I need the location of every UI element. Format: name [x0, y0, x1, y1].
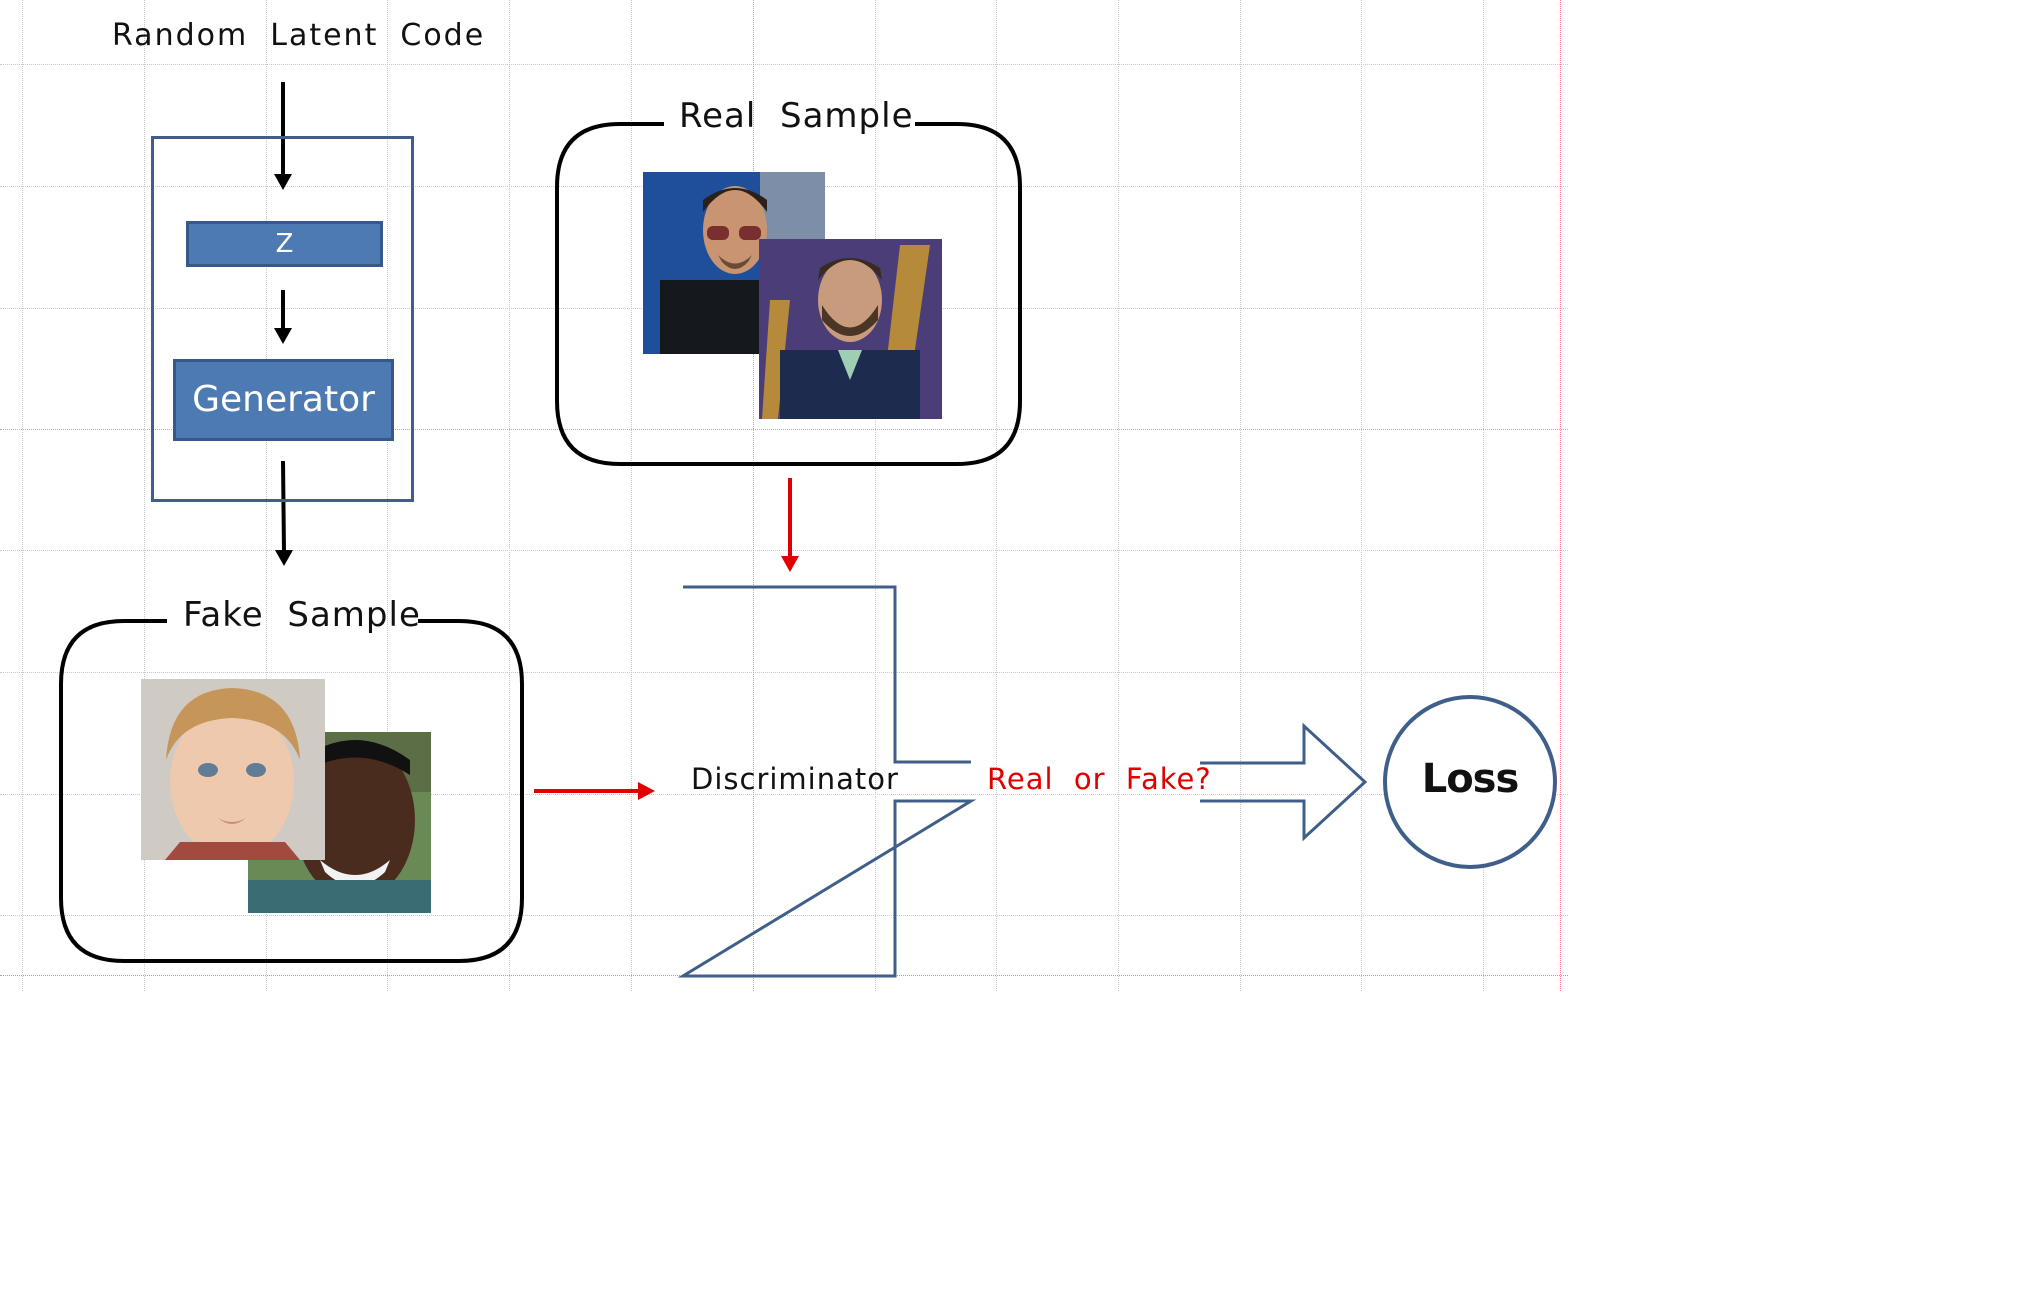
- fake-photo-1: [141, 679, 325, 860]
- generator-box: Generator: [173, 359, 394, 441]
- discriminator-label: Discriminator: [691, 762, 899, 796]
- loss-circle: [1383, 695, 1557, 869]
- discriminator-outline: [677, 585, 977, 978]
- input-label: Random Latent Code: [112, 18, 486, 53]
- fake-sample-frame: [59, 619, 524, 963]
- fake-sample-title: Fake Sample: [183, 595, 421, 635]
- arrow-generator-to-fake: [275, 460, 293, 566]
- arrow-real-to-discriminator: [781, 478, 799, 572]
- hollow-arrow-to-loss: [1200, 722, 1368, 842]
- arrow-input-to-z: [274, 82, 292, 190]
- diagram-shapes: [59, 82, 1557, 978]
- arrow-fake-to-discriminator: [534, 782, 655, 800]
- generator-frame: [151, 136, 414, 502]
- latent-z-box: Z: [186, 221, 383, 267]
- arrow-z-to-generator: [274, 290, 292, 344]
- real-sample-title: Real Sample: [679, 96, 914, 136]
- real-sample-frame: [555, 122, 1022, 466]
- real-photo-2: [759, 239, 942, 419]
- loss-label: Loss: [1421, 756, 1520, 802]
- real-or-fake-label: Real or Fake?: [987, 762, 1212, 796]
